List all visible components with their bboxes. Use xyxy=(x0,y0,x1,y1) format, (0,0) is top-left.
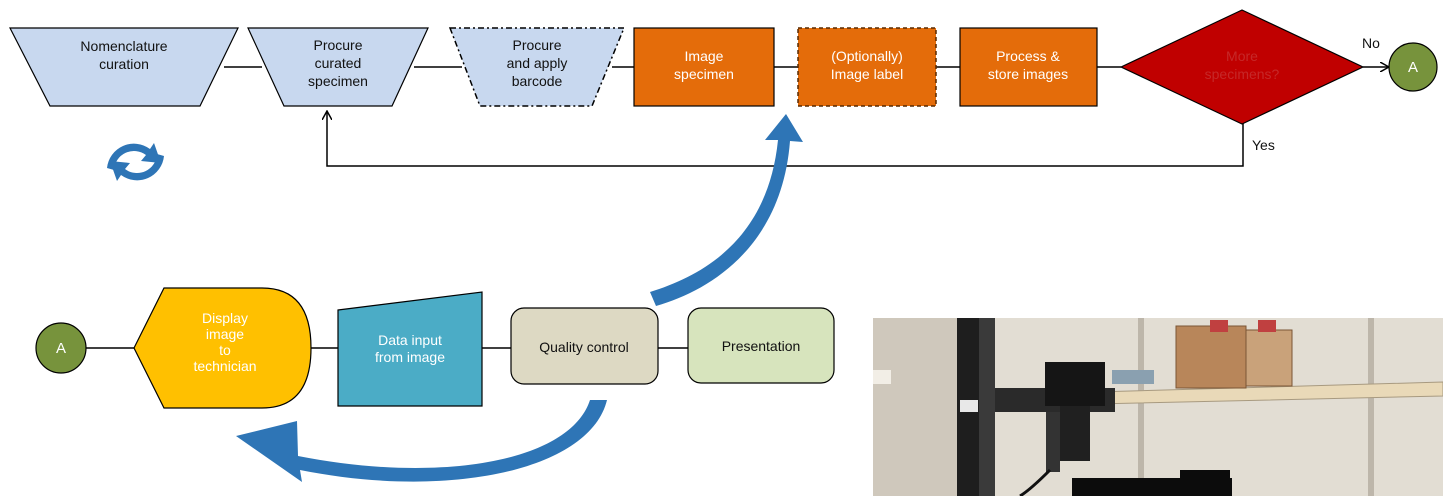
image-specimen-line-1: Image xyxy=(685,48,724,64)
edge-label-no: No xyxy=(1362,35,1380,51)
image-label-line-1: (Optionally) xyxy=(831,48,903,64)
svg-text:Presentation: Presentation xyxy=(722,338,801,354)
connector-a-top: A xyxy=(1388,42,1438,92)
node-quality-control: Quality control xyxy=(510,307,659,385)
svg-text:Quality control: Quality control xyxy=(539,339,628,355)
data-input-line-1: Data input xyxy=(378,332,442,348)
procure-curated-line-3: specimen xyxy=(308,73,368,89)
node-image-label: (Optionally) Image label xyxy=(797,27,937,107)
display-image-line-1: Display xyxy=(202,310,248,326)
node-more-specimens-decision: More specimens? xyxy=(1119,9,1365,125)
procure-barcode-line-3: barcode xyxy=(512,73,563,89)
image-specimen-line-2: specimen xyxy=(674,66,734,82)
node-process-store-images: Process & store images xyxy=(959,27,1098,107)
edge-label-yes: Yes xyxy=(1252,137,1275,153)
nomenclature-line-1: Nomenclature xyxy=(80,38,167,54)
node-presentation: Presentation xyxy=(687,307,835,384)
procure-curated-line-1: Procure xyxy=(313,37,362,53)
svg-text:(Optionally)Image label: (Optionally) Image label xyxy=(831,48,903,82)
presentation-label: Presentation xyxy=(722,338,801,354)
process-store-line-2: store images xyxy=(988,66,1068,82)
connector-a-bottom: A xyxy=(35,322,87,374)
node-procure-curated-specimen: Procure curated specimen xyxy=(247,27,429,107)
data-input-line-2: from image xyxy=(375,349,445,365)
procure-barcode-line-2: and apply xyxy=(507,55,568,71)
node-procure-apply-barcode: Procure and apply barcode xyxy=(448,27,626,107)
display-image-line-2: image xyxy=(206,326,244,342)
display-image-line-3: to xyxy=(219,342,231,358)
connector-a-top-label: A xyxy=(1408,59,1418,76)
more-specimens-line-2: specimens? xyxy=(1205,66,1280,82)
more-specimens-line-1: More xyxy=(1226,48,1258,64)
curved-arrow-up xyxy=(650,114,803,306)
node-image-specimen: Image specimen xyxy=(633,27,775,107)
connector-a-bottom-label: A xyxy=(56,340,66,357)
svg-text:Process &store images: Process & store images xyxy=(988,48,1068,82)
quality-control-label: Quality control xyxy=(539,339,628,355)
node-nomenclature-curation: Nomenclature curation xyxy=(9,27,239,107)
process-store-line-1: Process & xyxy=(996,48,1060,64)
image-label-line-2: Image label xyxy=(831,66,903,82)
curved-arrow-down xyxy=(236,400,607,482)
procure-barcode-line-1: Procure xyxy=(512,37,561,53)
procure-curated-line-2: curated xyxy=(315,55,362,71)
display-image-line-4: technician xyxy=(193,358,256,374)
imaging-station-photo-icon xyxy=(873,318,1443,496)
cycle-icon xyxy=(107,143,164,181)
nomenclature-line-2: curation xyxy=(99,56,149,72)
